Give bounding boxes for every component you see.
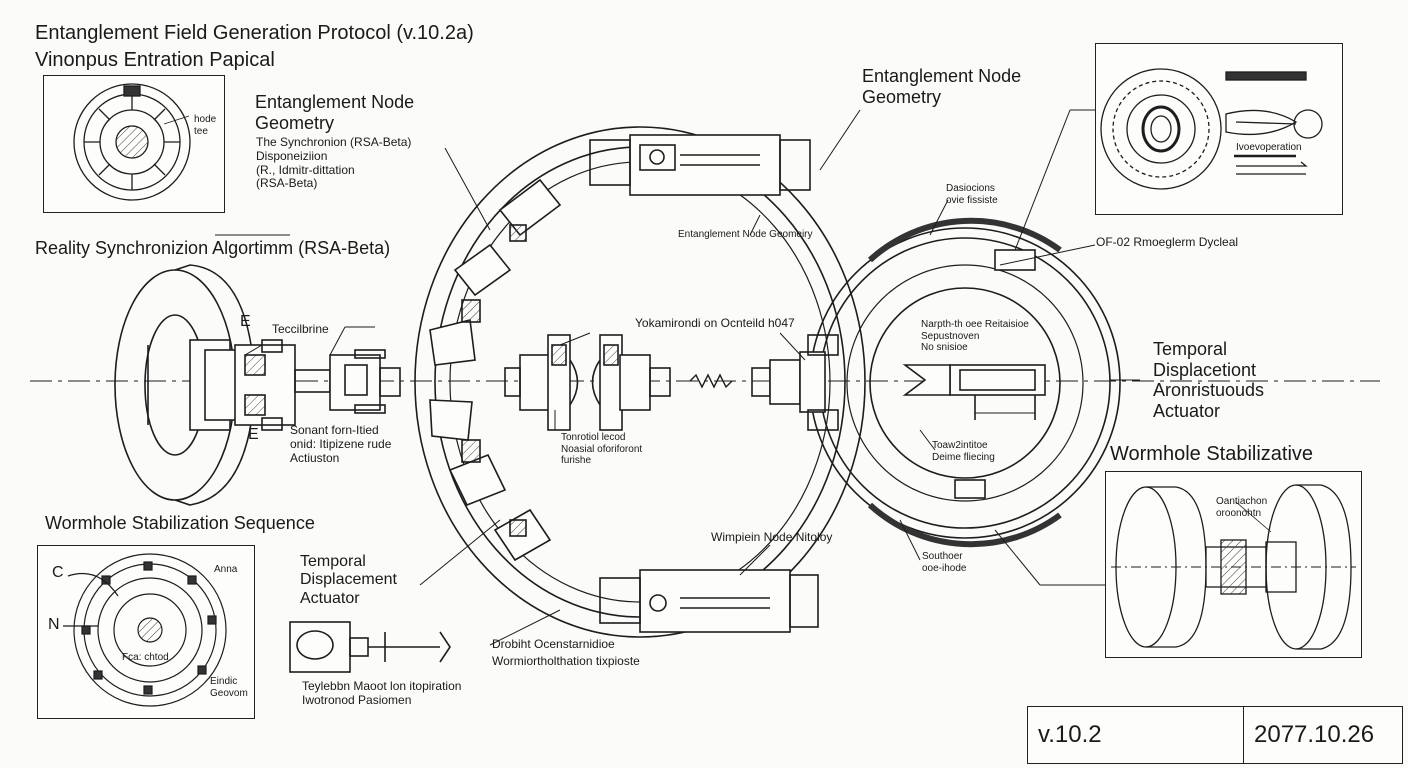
leader-lines: [215, 109, 1140, 646]
label-wormhole-stabilizative: Wormhole Stabilizative: [1110, 443, 1314, 465]
gear-ring-icon: [1100, 68, 1323, 190]
title-block: v.10.2 2077.10.26: [1027, 706, 1403, 764]
label-marker-e-bottom: E: [248, 426, 259, 443]
left-cylinder-assembly: [114, 264, 401, 506]
stabilizer-cylinder-icon: [1111, 484, 1356, 650]
central-coupler: [504, 334, 839, 431]
version-cell: v.10.2: [1028, 707, 1244, 763]
label-rsa: Reality Synchronizion Algortimm (RSA-Bet…: [35, 238, 391, 258]
inset-top-right: Ivoevoperation: [1095, 43, 1343, 215]
label-wormhole-sequence: Wormhole Stabilization Sequence: [45, 513, 315, 533]
small-bottom-actuator: [289, 621, 451, 673]
label-marker-e-top: E: [240, 313, 251, 330]
label-tecclibrine: Teccilbrine: [272, 322, 329, 336]
inset-bl-c: C: [52, 564, 64, 581]
label-ofo2: OF-02 Rmoeglerm Dycleal: [1096, 235, 1239, 249]
node-geometry-ring-icon: [73, 83, 191, 201]
label-wormoot: Wormiortholthation tixpioste: [492, 654, 640, 668]
label-yokam: Yokamirondi on Ocnteild h047: [635, 316, 795, 330]
inset-bl-n: N: [48, 616, 60, 633]
stabilization-ring-icon: [63, 553, 227, 707]
inset-bl-tr: Anna: [214, 564, 238, 575]
label-wimpiein: Wimpiein Node Nitoloy: [711, 530, 833, 544]
right-displacement-ring: [809, 217, 1121, 548]
diagram-title: Entanglement Field Generation Protocol (…: [35, 22, 474, 44]
date-cell: 2077.10.26: [1254, 721, 1375, 748]
inset-tr-bar-note: Ivoevoperation: [1236, 142, 1302, 153]
label-node-geometry-left-note: The Synchronion (RSA-Beta)Disponeiziion(…: [256, 135, 412, 191]
label-drobiht: Drobiht Ocenstarnidioe: [492, 637, 615, 651]
label-node-geometry-small: Entanglement Node Geomeiry: [678, 229, 813, 240]
main-entanglement-ring: [414, 126, 866, 638]
inset-bl-center: Fca: chtod: [122, 652, 169, 663]
diagram-subtitle: Vinonpus Entration Papical: [35, 49, 275, 71]
